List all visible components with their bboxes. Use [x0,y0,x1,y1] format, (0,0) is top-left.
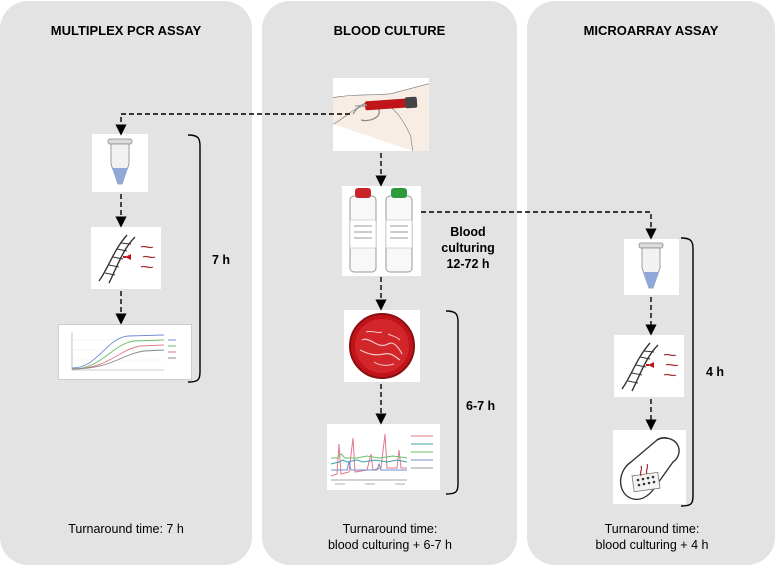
culture-turnaround-line2: blood culturing + 6-7 h [327,538,453,552]
pcr-turnaround: Turnaround time: 7 h [68,522,184,536]
tube-icon [92,134,148,192]
microarray-icon [613,430,686,504]
panel-title: MULTIPLEX PCR ASSAY [50,23,202,38]
microarray-turnaround-line1: Turnaround time: [604,522,700,536]
culturing-label-line2: culturing [441,241,495,255]
microarray-duration-label: 4 h [706,365,725,379]
culture-duration-label: 6-7 h [466,399,496,413]
spectrum-icon [327,424,440,490]
pcr-curve-icon [58,324,192,380]
culturing-label-line1: Blood [450,225,486,239]
culture-bottles-icon [342,186,421,276]
panel-title: MICROARRAY ASSAY [583,23,719,38]
microarray-turnaround-line2: blood culturing + 4 h [595,538,709,552]
dna-extraction-icon [614,335,684,397]
blood-draw-icon [332,78,430,152]
tube-icon [624,239,679,295]
panel-title: BLOOD CULTURE [333,23,446,38]
culture-turnaround-line1: Turnaround time: [342,522,438,536]
petri-dish-icon [344,310,420,382]
culturing-label-line3: 12-72 h [446,257,490,271]
dna-extraction-icon [91,227,161,289]
pcr-duration-label: 7 h [212,253,231,267]
